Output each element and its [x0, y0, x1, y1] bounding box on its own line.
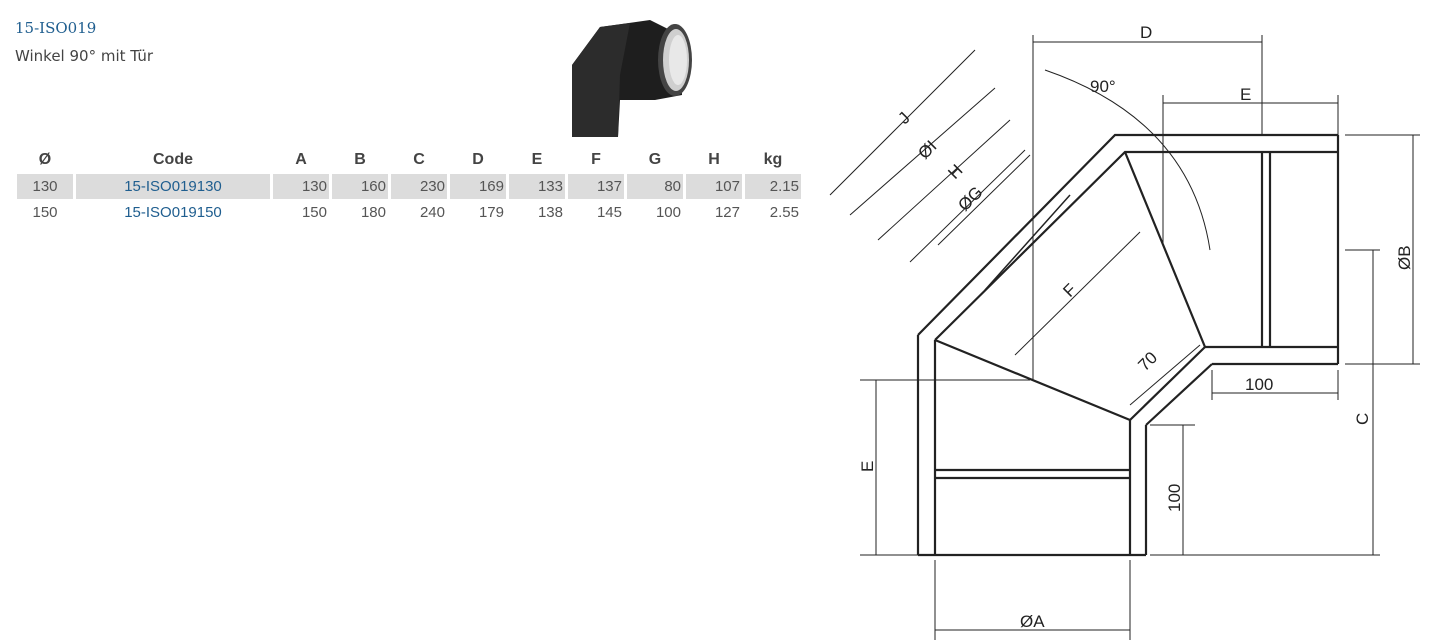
col-header: B	[354, 151, 366, 168]
dim-E-left: E	[858, 461, 877, 472]
dim-70: 70	[1134, 348, 1161, 375]
dim-H: H	[944, 161, 966, 183]
dim-G: ØG	[954, 183, 986, 215]
dim-100-right: 100	[1245, 375, 1273, 394]
col-header: G	[648, 151, 662, 168]
dim-J: J	[894, 108, 913, 127]
col-header: Ø	[38, 151, 52, 168]
cell: 145	[596, 204, 622, 221]
cell: 130	[17, 174, 73, 199]
cell: 80	[627, 174, 683, 199]
col-header: Code	[153, 151, 193, 168]
col-header: C	[413, 151, 425, 168]
dim-B: ØB	[1395, 245, 1414, 270]
dimension-labels: D E 90° 100 ØA ØB C E 100 J ØI H ØG F 70	[858, 23, 1414, 631]
product-code: 15-ISO019	[15, 19, 97, 37]
elbow-outline	[916, 133, 1340, 557]
dimension-lines	[829, 35, 1420, 640]
table-row: 130 15-ISO019130 130 160 230 169 133 137…	[17, 174, 801, 199]
product-image	[572, 20, 692, 137]
cell: 130	[273, 174, 329, 199]
cell: 180	[360, 204, 386, 221]
cell: 179	[478, 204, 504, 221]
product-name: Winkel 90° mit Tür	[15, 47, 154, 65]
cell: 133	[509, 174, 565, 199]
cell: 138	[537, 204, 563, 221]
dim-angle: 90°	[1090, 77, 1116, 96]
dim-I: ØI	[914, 137, 940, 163]
cell: 2.55	[769, 204, 799, 221]
dim-D: D	[1140, 23, 1152, 42]
cell: 137	[568, 174, 624, 199]
table-row: 150 15-ISO019150 150 180 240 179 138 145…	[17, 200, 801, 225]
col-header: D	[472, 151, 484, 168]
cell: 150	[301, 204, 327, 221]
dim-F: F	[1059, 280, 1080, 301]
col-header: A	[295, 151, 307, 168]
cell: 2.15	[745, 174, 801, 199]
cell: 169	[450, 174, 506, 199]
cell: 230	[391, 174, 447, 199]
dim-100-bottom: 100	[1165, 484, 1184, 512]
dim-C: C	[1353, 413, 1372, 425]
col-header: H	[708, 151, 720, 168]
door-arc	[984, 194, 1071, 291]
dim-A: ØA	[1020, 612, 1045, 631]
cell: 160	[332, 174, 388, 199]
cell: 107	[686, 174, 742, 199]
col-header: kg	[763, 151, 783, 168]
code-link[interactable]: 15-ISO019130	[76, 174, 270, 199]
dim-E-top: E	[1240, 85, 1251, 104]
cell: 150	[32, 204, 58, 221]
cell: 100	[655, 204, 681, 221]
col-header: F	[591, 151, 601, 168]
col-header: E	[531, 151, 543, 168]
cell: 127	[714, 204, 740, 221]
dimension-table: Ø Code A B C D E F G H kg 130 15-ISO0191…	[14, 146, 804, 226]
code-link[interactable]: 15-ISO019150	[124, 204, 222, 221]
cell: 240	[419, 204, 445, 221]
